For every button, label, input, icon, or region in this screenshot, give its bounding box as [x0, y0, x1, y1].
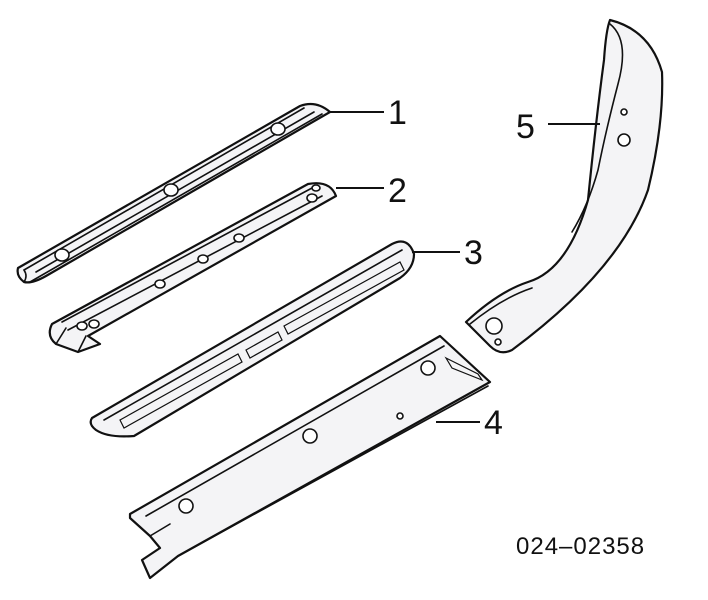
callout-3: 3	[464, 234, 483, 272]
callout-2: 2	[388, 172, 407, 210]
leader-lines	[330, 111, 600, 423]
part-1-sill-rail	[16, 102, 332, 284]
part-3-sill-trim	[89, 240, 416, 438]
callout-4: 4	[484, 404, 503, 442]
callout-1: 1	[388, 94, 407, 132]
callout-5: 5	[516, 108, 535, 146]
diagram-code: 024–02358	[516, 533, 645, 560]
part-5-quarter-trim	[464, 18, 664, 354]
part-2-sill-bracket	[48, 182, 338, 354]
part-4-sill-cover	[128, 334, 492, 580]
